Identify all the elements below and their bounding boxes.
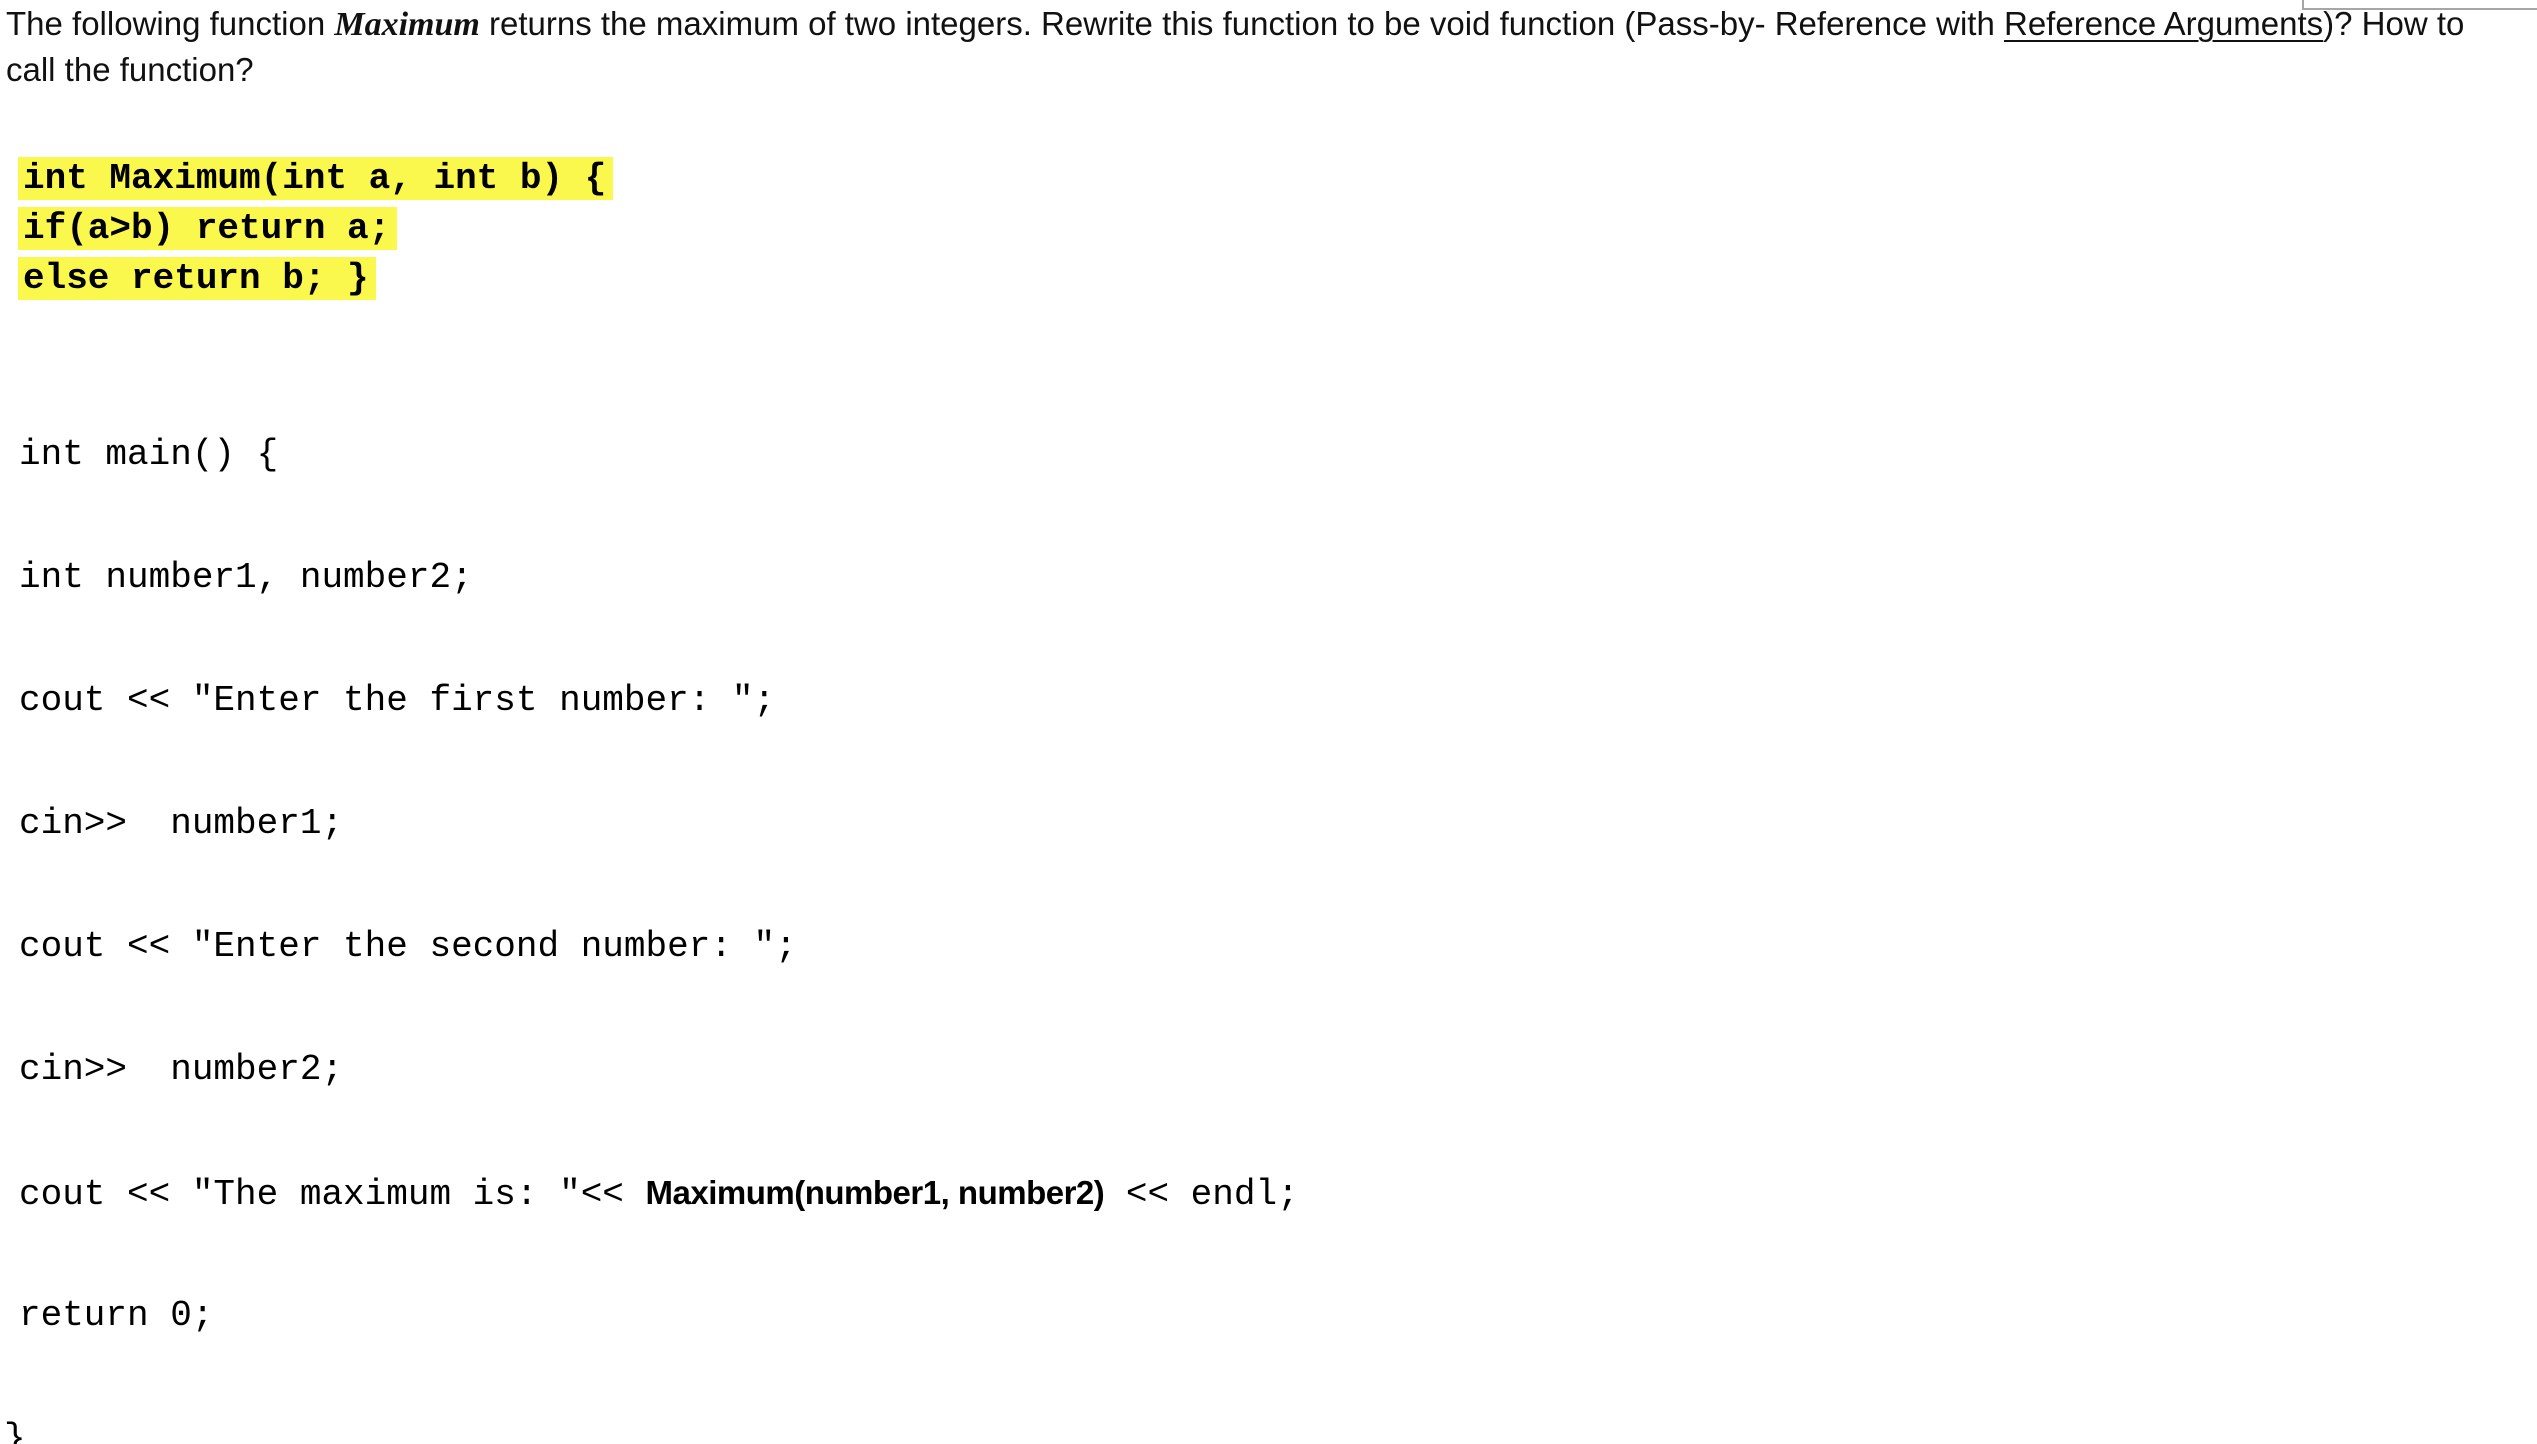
code-line-return: return 0; (19, 1295, 214, 1336)
highlighted-code-block: int Maximum(int a, int b) { if(a>b) retu… (18, 157, 614, 307)
question-part-1: The following function (6, 5, 335, 42)
highlighted-code-line: else return b; } (18, 257, 613, 300)
maximum-call-emphasis: Maximum(number1, number2) (645, 1174, 1105, 1211)
highlighted-code-text: if(a>b) return a; (18, 207, 398, 250)
document-page: { "colors": { "highlight_yellow": "#fbf8… (4, 0, 2537, 1444)
code-line: cin>> number2; (19, 1049, 344, 1090)
code-line: int main() { (19, 434, 279, 475)
highlighted-code-text: int Maximum(int a, int b) { (18, 157, 614, 200)
question-part-3: )? How to (2323, 5, 2465, 42)
function-name-emphasis: Maximum (334, 6, 480, 43)
highlighted-code-line: if(a>b) return a; (18, 207, 613, 250)
code-line-closing-brace: } (4, 1418, 26, 1444)
highlighted-code-line: int Maximum(int a, int b) { (18, 157, 614, 200)
code-line: cout << "Enter the second number: "; (19, 926, 797, 967)
cutoff-textbox (2302, 0, 2537, 10)
question-text: The following function Maximum returns t… (6, 1, 2464, 92)
code-line: int number1, number2; (19, 557, 473, 598)
code-text: << endl; (1104, 1174, 1299, 1215)
question-part-2: returns the maximum of two integers. Rew… (479, 5, 2004, 42)
question-line-1: The following function Maximum returns t… (6, 1, 2464, 47)
highlighted-code-text: else return b; } (18, 257, 376, 300)
underlined-term: Reference Arguments (2004, 5, 2324, 42)
main-code-block: int main() { int number1, number2; cout … (4, 352, 1299, 1444)
code-line: cin>> number1; (19, 803, 344, 844)
code-line-maximum-call: cout << "The maximum is: "<< Maximum(num… (19, 1172, 1299, 1215)
code-text: cout << "The maximum is: "<< (19, 1174, 646, 1215)
question-line-2: call the function? (6, 51, 254, 88)
code-line: cout << "Enter the first number: "; (19, 680, 776, 721)
